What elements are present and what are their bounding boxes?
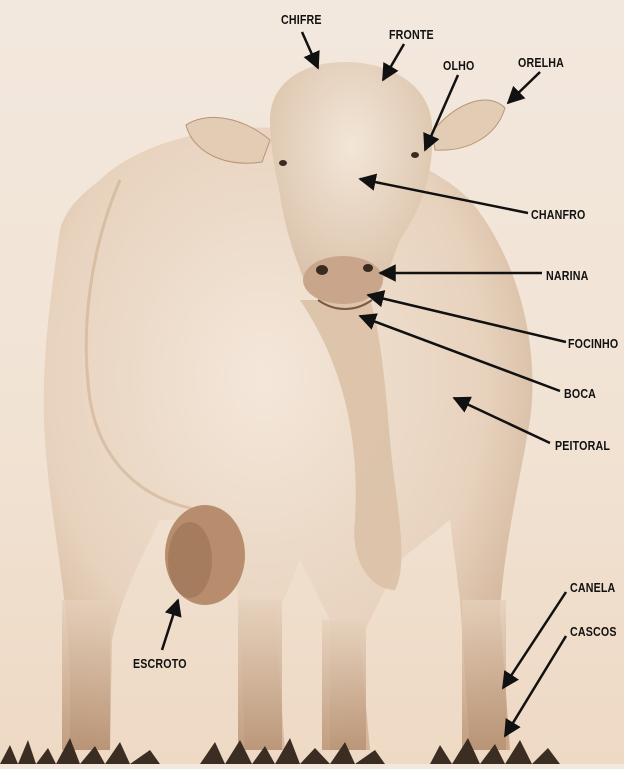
label-orelha: ORELHA: [518, 55, 564, 70]
scrotum-shape: [165, 505, 245, 605]
label-cascos: CASCOS: [570, 624, 617, 639]
label-boca: BOCA: [564, 386, 596, 401]
label-olho: OLHO: [443, 58, 474, 73]
arrow-orelha: [508, 72, 540, 103]
arrow-cascos: [505, 636, 566, 736]
arrow-escroto: [162, 600, 178, 650]
arrow-canela: [503, 592, 566, 688]
label-escroto: ESCROTO: [133, 656, 187, 671]
label-canela: CANELA: [570, 580, 615, 595]
label-focinho: FOCINHO: [568, 336, 618, 351]
label-fronte: FRONTE: [389, 27, 434, 42]
label-chifre: CHIFRE: [281, 12, 322, 27]
label-peitoral: PEITORAL: [555, 438, 610, 453]
label-chanfro: CHANFRO: [531, 207, 585, 222]
arrow-chifre: [302, 32, 318, 68]
label-narina: NARINA: [546, 268, 588, 283]
bull-legs: [62, 600, 506, 750]
